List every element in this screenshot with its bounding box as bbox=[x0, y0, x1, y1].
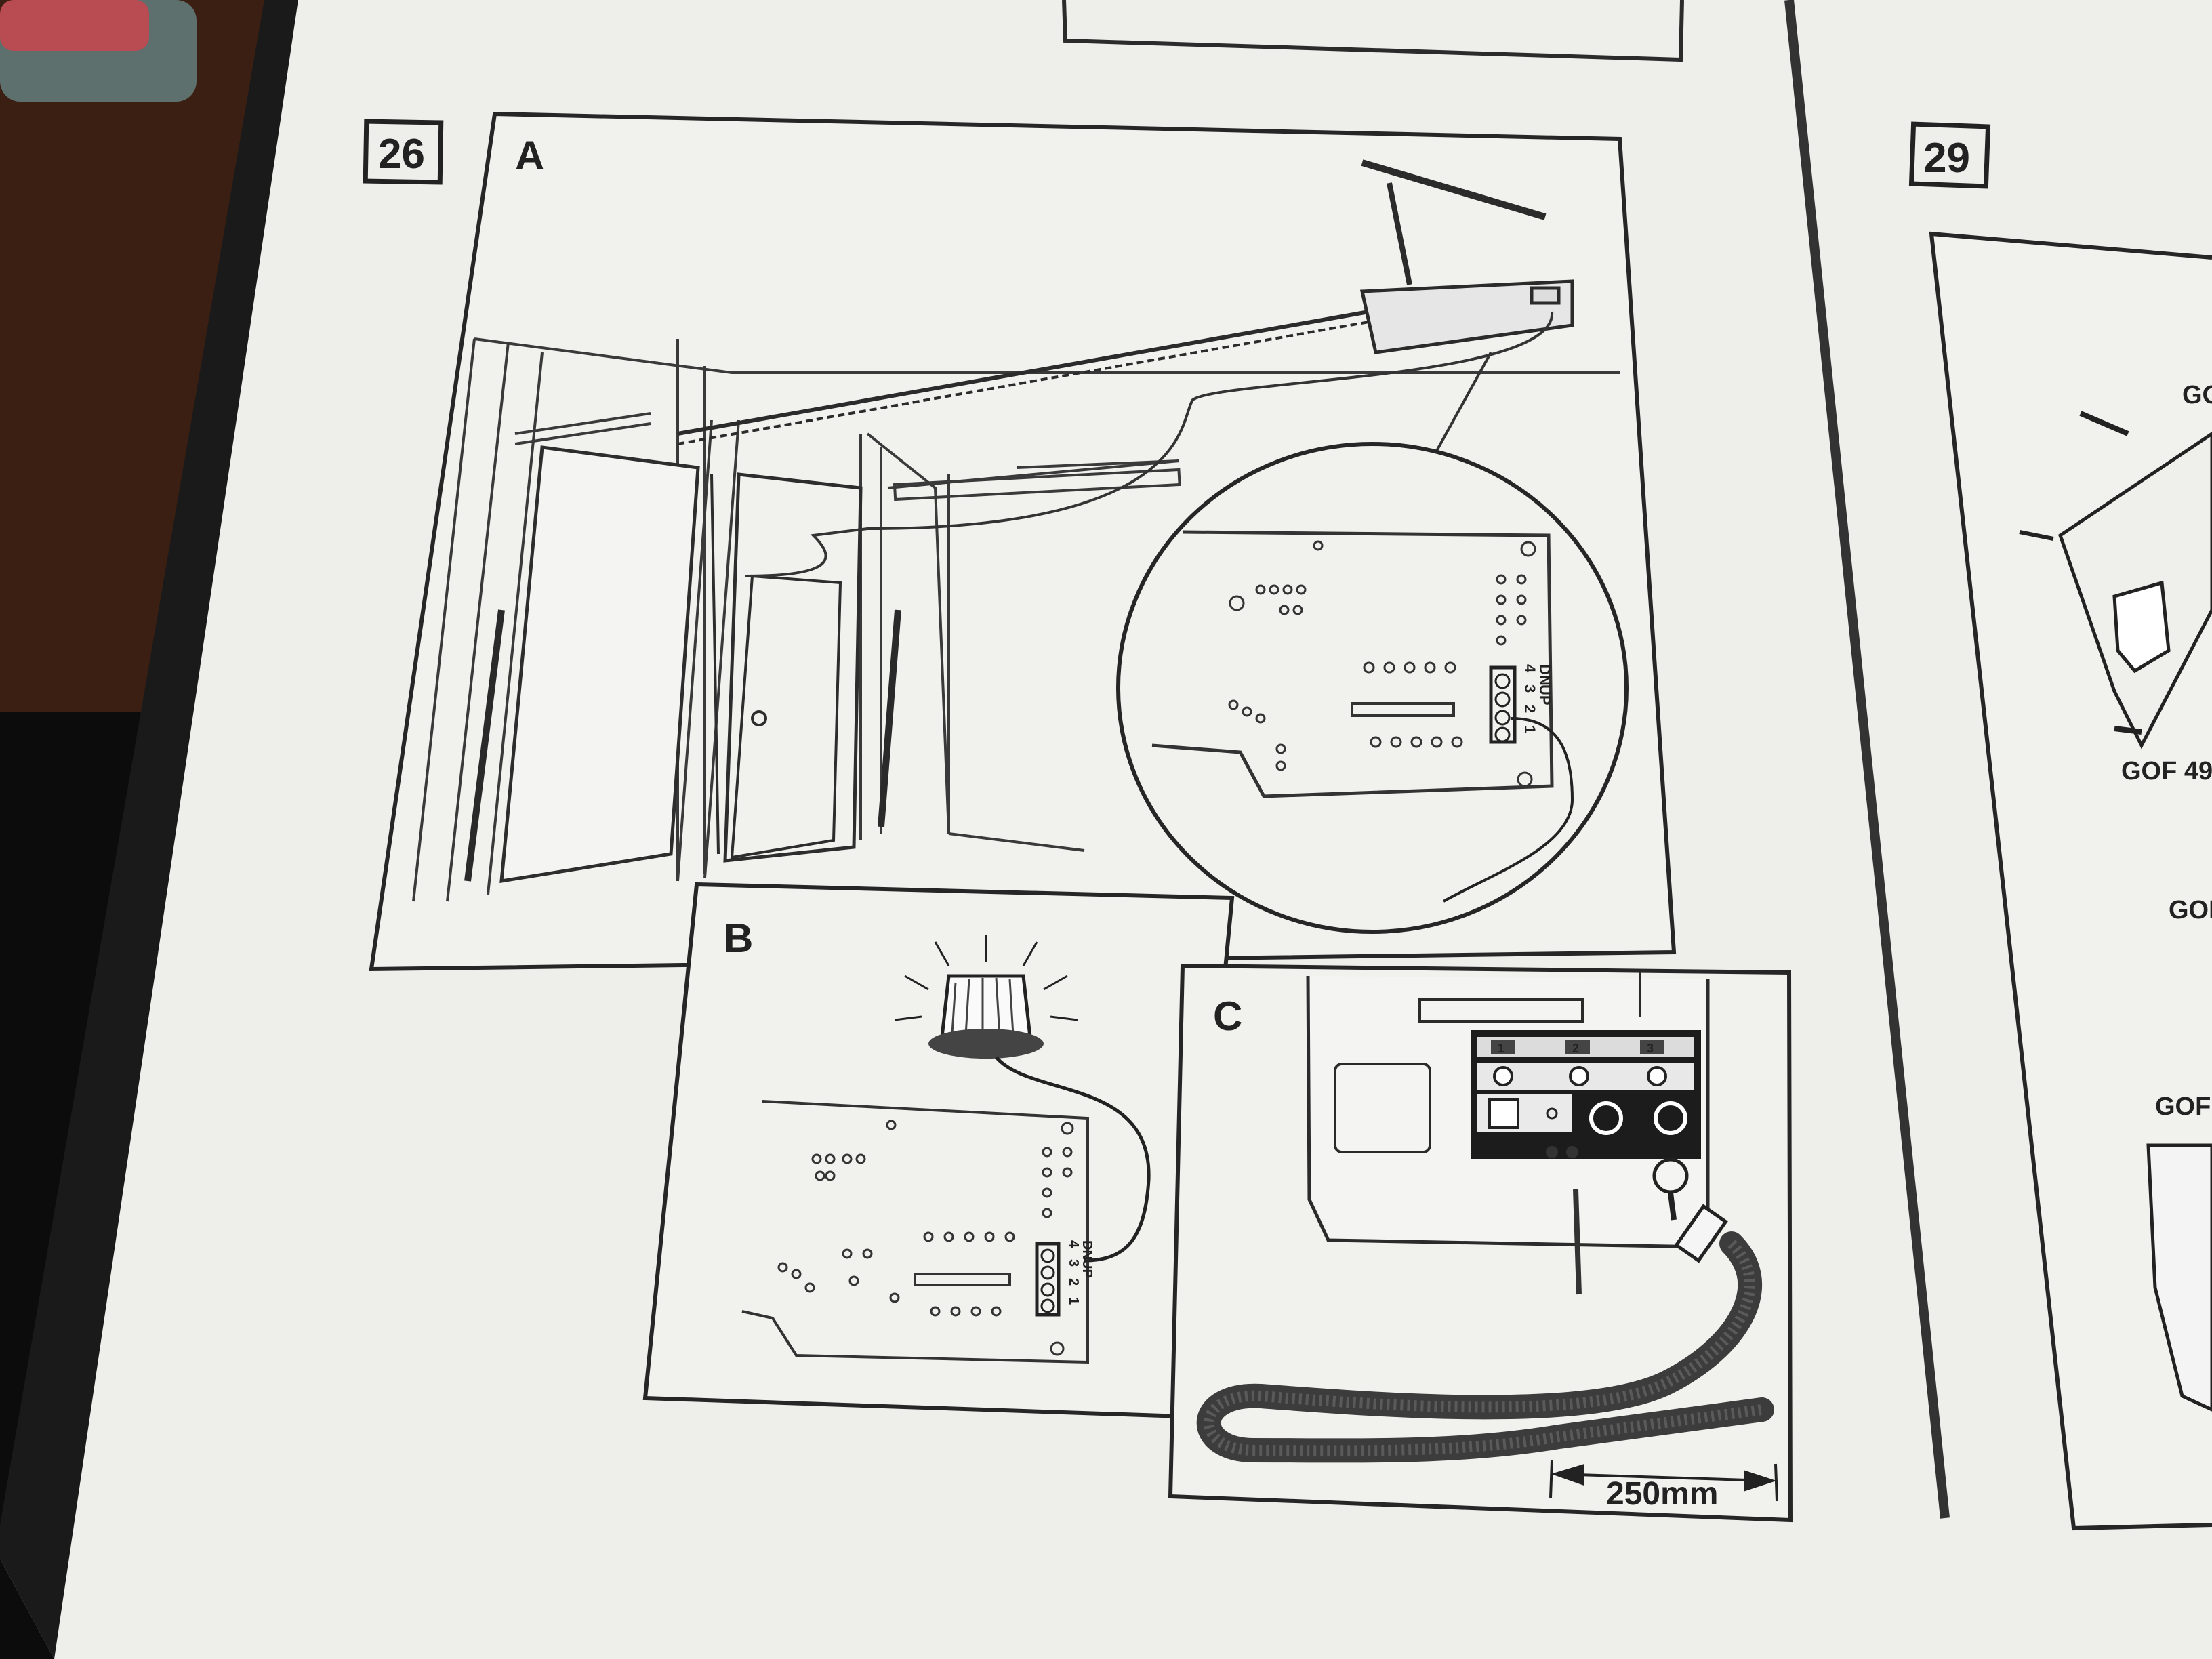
right-page-figure: GO GOF 494 GOF GOF bbox=[1929, 231, 2212, 1531]
antenna-cable bbox=[1196, 1192, 1774, 1463]
svg-text:3: 3 bbox=[1066, 1259, 1081, 1267]
svg-text:2: 2 bbox=[1521, 705, 1538, 713]
callout-line bbox=[1435, 352, 1492, 451]
stapler-object bbox=[0, 0, 197, 102]
svg-text:3: 3 bbox=[1521, 684, 1538, 693]
svg-text:26: 26 bbox=[378, 131, 425, 178]
panel-c-label: C bbox=[1213, 994, 1242, 1039]
dimension-label: 250mm bbox=[1606, 1476, 1718, 1512]
garage-structure bbox=[412, 337, 1620, 902]
adjust-dial-2 bbox=[1654, 1101, 1687, 1135]
adjust-dial-1 bbox=[1589, 1101, 1623, 1135]
circuit-magnifier: DN UP 4 3 2 1 bbox=[1116, 442, 1629, 934]
paper-shadow-edge bbox=[0, 0, 298, 1659]
svg-text:1: 1 bbox=[1066, 1297, 1081, 1305]
svg-text:DN: DN bbox=[1080, 1240, 1094, 1260]
panel-a: A bbox=[369, 111, 1677, 972]
terminal-block-b: DN UP 4 3 2 1 bbox=[1035, 1240, 1094, 1317]
gof-label-3: GOF bbox=[2169, 896, 2212, 924]
svg-text:DN: DN bbox=[1536, 664, 1553, 686]
board-connector-strip bbox=[1351, 702, 1455, 717]
svg-text:UP: UP bbox=[1536, 684, 1553, 705]
svg-text:UP: UP bbox=[1080, 1259, 1094, 1278]
dimension-250mm bbox=[1549, 1460, 1778, 1502]
gof-label-1: GO bbox=[2182, 381, 2212, 409]
circuit-board-b: DN UP 4 3 2 1 bbox=[741, 1100, 1094, 1364]
panel-a-label: A bbox=[515, 133, 544, 178]
svg-text:3: 3 bbox=[1647, 1042, 1654, 1055]
beacon-wire bbox=[995, 1056, 1151, 1263]
svg-text:29: 29 bbox=[1923, 135, 1970, 182]
terminal-block-a: DN UP 4 3 2 1 bbox=[1489, 664, 1553, 744]
panel-b-label: B bbox=[724, 916, 753, 961]
svg-text:1: 1 bbox=[1498, 1042, 1504, 1055]
door-springs bbox=[464, 609, 901, 882]
warning-beacon bbox=[894, 935, 1078, 1059]
antenna-socket bbox=[1652, 1158, 1689, 1194]
terminal-wire-a bbox=[1443, 717, 1574, 903]
svg-text:1: 1 bbox=[1521, 725, 1538, 733]
side-door bbox=[723, 472, 863, 863]
wire-a bbox=[745, 311, 1554, 577]
page-fold-line bbox=[1784, 0, 1950, 1519]
operator-rail bbox=[677, 310, 1370, 445]
step-number-29: 29 bbox=[1908, 121, 1991, 189]
garage-door bbox=[499, 445, 720, 883]
svg-text:2: 2 bbox=[1572, 1042, 1579, 1055]
top-figure-frame bbox=[1062, 0, 1684, 62]
gof-label-2: GOF 494 bbox=[2121, 757, 2212, 785]
panel-b: B bbox=[642, 882, 1235, 1419]
step-number-26: 26 bbox=[363, 119, 444, 185]
svg-text:4: 4 bbox=[1066, 1240, 1081, 1248]
opener-unit bbox=[1359, 159, 1574, 354]
svg-text:2: 2 bbox=[1066, 1278, 1081, 1286]
gof-label-4: GOF bbox=[2155, 1092, 2211, 1121]
panel-c: C 1 2 3 bbox=[1168, 963, 1793, 1523]
control-panel: 1 2 3 bbox=[1471, 1030, 1701, 1159]
svg-text:4: 4 bbox=[1521, 664, 1538, 673]
control-button bbox=[1488, 1098, 1519, 1129]
